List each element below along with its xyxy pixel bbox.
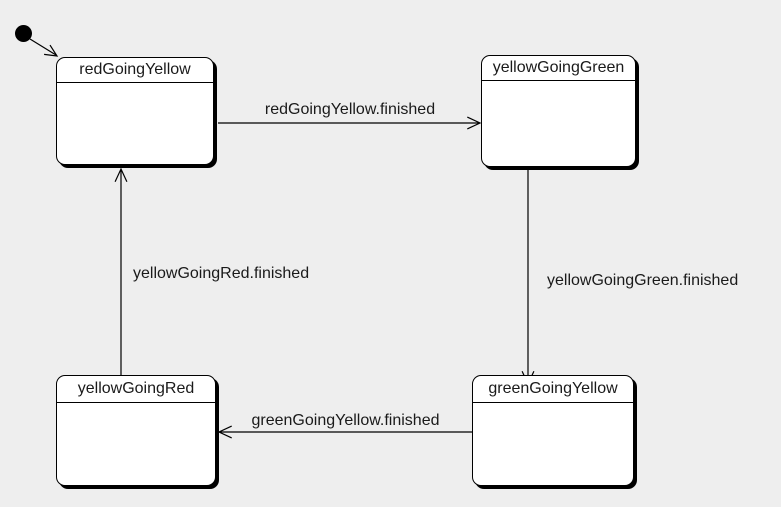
state-yellowGoingRed[interactable]: yellowGoingRed bbox=[56, 375, 216, 486]
state-title: greenGoingYellow bbox=[473, 376, 633, 403]
transition-label-yellowGoingRed-finished[interactable]: yellowGoingRed.finished bbox=[133, 265, 310, 282]
state-greenGoingYellow[interactable]: greenGoingYellow bbox=[472, 375, 634, 486]
transition-yellowGoingRed-to-redGoingYellow[interactable] bbox=[114, 167, 128, 375]
initial-state-dot[interactable] bbox=[15, 25, 32, 42]
state-yellowGoingGreen[interactable]: yellowGoingGreen bbox=[481, 55, 636, 167]
state-title: yellowGoingRed bbox=[57, 376, 215, 403]
state-title: yellowGoingGreen bbox=[482, 56, 635, 81]
transition-label-yellowGoingGreen-finished[interactable]: yellowGoingGreen.finished bbox=[547, 272, 739, 289]
transition-redGoingYellow-to-yellowGoingGreen[interactable] bbox=[218, 116, 482, 130]
arrowhead-icon bbox=[114, 167, 128, 182]
state-body bbox=[57, 83, 213, 164]
arrowhead-icon bbox=[217, 425, 232, 439]
state-body bbox=[57, 403, 215, 485]
state-title: redGoingYellow bbox=[57, 58, 213, 83]
transition-greenGoingYellow-to-yellowGoingRed[interactable] bbox=[217, 425, 472, 439]
initial-state-transition[interactable] bbox=[15, 25, 59, 57]
transition-label-redGoingYellow-finished[interactable]: redGoingYellow.finished bbox=[264, 101, 436, 118]
arrowhead-icon bbox=[467, 116, 482, 130]
arrowhead-icon bbox=[44, 44, 59, 57]
transition-label-greenGoingYellow-finished[interactable]: greenGoingYellow.finished bbox=[251, 412, 440, 429]
state-redGoingYellow[interactable]: redGoingYellow bbox=[56, 57, 214, 165]
state-body bbox=[473, 403, 633, 485]
state-body bbox=[482, 81, 635, 166]
transition-yellowGoingGreen-to-greenGoingYellow[interactable] bbox=[521, 170, 535, 386]
